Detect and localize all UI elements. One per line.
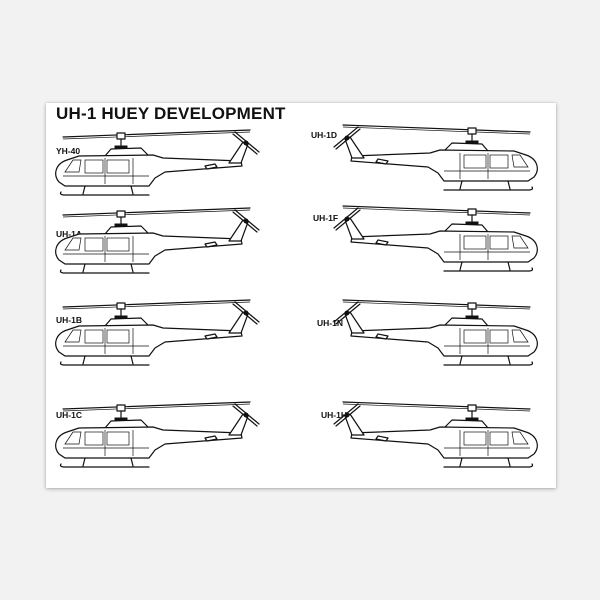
- variant-label-uh-1c: UH-1C: [56, 410, 82, 420]
- main-rotor: [62, 207, 251, 218]
- main-rotor: [342, 124, 531, 135]
- fuselage: [55, 426, 243, 459]
- variant-label-uh-1h: UH-1H: [321, 410, 347, 420]
- main-rotor: [62, 401, 251, 412]
- variant-label-uh-1n: UH-1N: [317, 318, 343, 328]
- helicopter-drawing-uh-1h: [303, 392, 548, 477]
- helicopter-drawing-uh-1c: [45, 392, 290, 477]
- helicopter-svg: [55, 299, 260, 366]
- tail-rotor: [232, 403, 260, 427]
- skids: [443, 261, 534, 272]
- helicopter-drawing-yh-40: [45, 120, 290, 205]
- tail-rotor: [232, 301, 260, 325]
- variant-label-yh-40: YH-40: [56, 146, 81, 156]
- fuselage: [55, 232, 243, 265]
- helicopter-svg: [333, 205, 538, 272]
- helicopter-drawing-uh-1n: [303, 290, 548, 375]
- helicopter-svg: [55, 207, 260, 274]
- main-rotor: [342, 401, 531, 412]
- helicopter-drawing-uh-1d: [303, 115, 548, 200]
- main-rotor: [62, 129, 251, 140]
- helicopter-svg: [55, 401, 260, 468]
- variant-label-uh-1a: UH-1A: [56, 229, 82, 239]
- helicopter-drawing-uh-1a: [45, 198, 290, 283]
- skids: [443, 180, 534, 191]
- tail-rotor: [232, 209, 260, 233]
- helicopter-svg: [333, 124, 538, 191]
- variant-label-uh-1b: UH-1B: [56, 315, 82, 325]
- main-rotor: [62, 299, 251, 310]
- skids: [59, 457, 150, 468]
- rotor-mast: [104, 132, 150, 157]
- fuselage: [55, 324, 243, 357]
- helicopter-drawing-uh-1b: [45, 290, 290, 375]
- fuselage: [350, 324, 538, 357]
- page-title: UH-1 HUEY DEVELOPMENT: [56, 104, 286, 123]
- rotor-mast: [443, 302, 489, 327]
- variant-label-uh-1f: UH-1F: [313, 213, 339, 223]
- main-rotor: [342, 299, 531, 310]
- helicopter-drawing-uh-1f: [303, 196, 548, 281]
- main-rotor: [342, 205, 531, 216]
- tail-rotor: [333, 207, 361, 231]
- skids: [59, 263, 150, 274]
- skids: [59, 185, 150, 196]
- helicopter-svg: [333, 401, 538, 468]
- tail-fin: [204, 311, 249, 340]
- helicopter-svg: [333, 299, 538, 366]
- tail-fin: [204, 141, 249, 170]
- fuselage: [350, 149, 538, 182]
- tail-fin: [344, 217, 389, 246]
- fuselage: [55, 154, 243, 187]
- skids: [59, 355, 150, 366]
- tail-rotor: [333, 301, 361, 325]
- fuselage: [350, 426, 538, 459]
- tail-rotor: [232, 131, 260, 155]
- skids: [443, 457, 534, 468]
- helicopter-svg: [55, 129, 260, 196]
- rotor-mast: [443, 127, 489, 152]
- skids: [443, 355, 534, 366]
- tail-rotor: [333, 126, 361, 150]
- variant-label-uh-1d: UH-1D: [311, 130, 337, 140]
- tail-rotor: [333, 403, 361, 427]
- tail-fin: [344, 413, 389, 442]
- fuselage: [350, 230, 538, 263]
